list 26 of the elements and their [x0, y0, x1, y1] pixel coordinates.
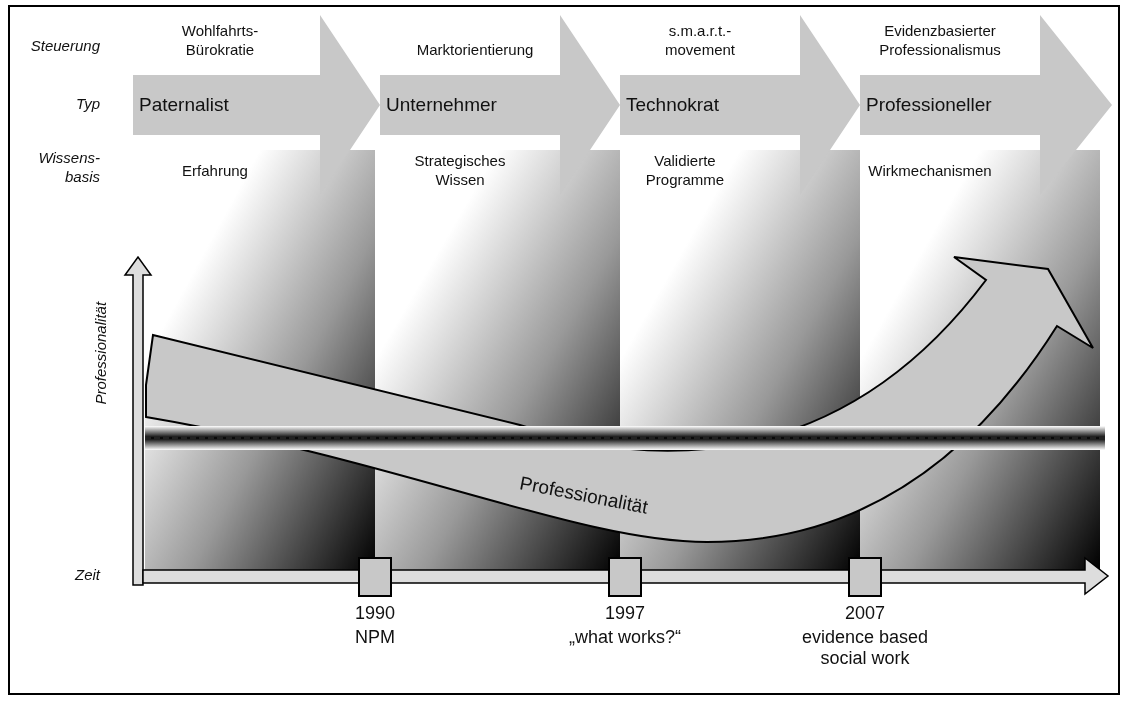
steering-text: Wohlfahrts- Bürokratie	[180, 21, 260, 59]
axis-label: Zeit	[73, 565, 100, 584]
event-text: „what works?“	[568, 627, 682, 648]
row-heading: Wissens- basis	[37, 148, 100, 186]
steering-text: Evidenzbasierter Professionalismus	[878, 21, 1002, 59]
steering-text: Marktorientierung	[415, 40, 535, 59]
knowledge-text: Wirkmechanismen	[867, 160, 993, 181]
knowledge-text: Strategisches Wissen	[413, 151, 507, 190]
year-text: 2007	[843, 603, 886, 624]
steering-text: s.m.a.r.t.- movement	[664, 21, 736, 59]
type-label: Unternehmer	[386, 94, 497, 116]
axis-label: Professionalität	[90, 300, 110, 405]
event-text: NPM	[354, 627, 396, 648]
milestone-marker	[848, 557, 882, 597]
type-label: Paternalist	[139, 94, 229, 116]
type-label: Technokrat	[626, 94, 719, 116]
year-text: 1990	[353, 603, 396, 624]
milestone-marker	[608, 557, 642, 597]
type-label: Professioneller	[866, 94, 992, 116]
row-heading: Typ	[75, 94, 100, 113]
row-heading: Steuerung	[29, 36, 100, 55]
milestone-marker	[358, 557, 392, 597]
event-text: evidence based social work	[800, 627, 930, 669]
year-text: 1997	[603, 603, 646, 624]
knowledge-text: Validierte Programme	[644, 151, 726, 190]
knowledge-text: Erfahrung	[181, 160, 249, 181]
